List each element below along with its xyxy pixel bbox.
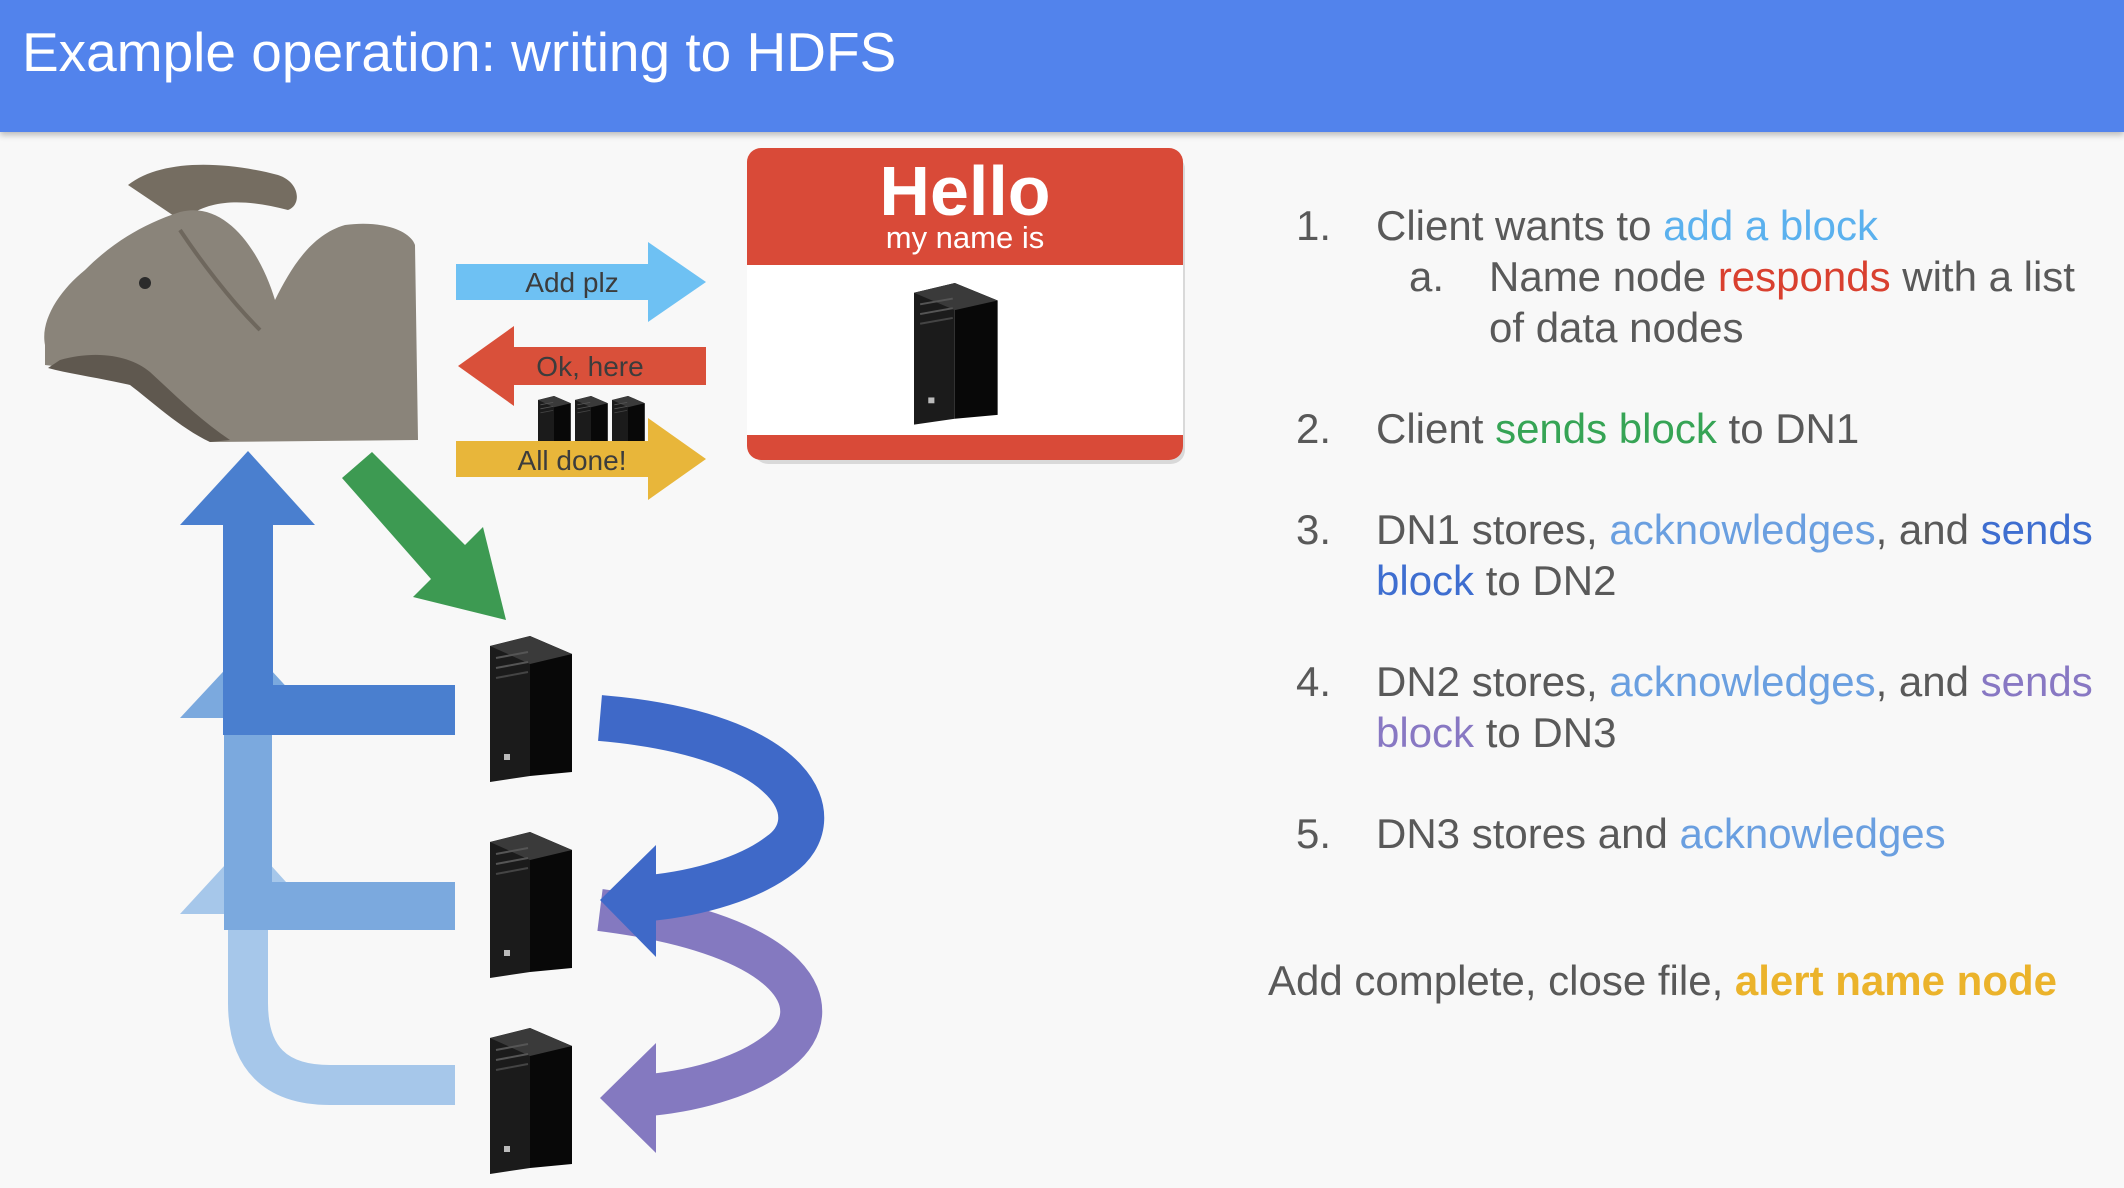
done-arrow-label: All done!: [518, 445, 627, 476]
highlight-acknowledges: acknowledges: [1609, 506, 1876, 553]
step-item: 4. DN2 stores, acknowledges, and sends b…: [1296, 658, 2093, 756]
step-number: 2.: [1296, 405, 1332, 452]
name-node-tag: Hello my name is: [747, 148, 1185, 464]
request-arrow-label: Add plz: [525, 267, 618, 298]
ack-arrow-dn3: [180, 840, 455, 1105]
step-number: 4.: [1296, 658, 1332, 705]
data-node-server-icon: [489, 1027, 573, 1175]
response-arrow-label: Ok, here: [536, 351, 643, 382]
step-item: 5. DN3 stores and acknowledges: [1296, 810, 1946, 857]
data-node-server-icon: [489, 635, 573, 783]
send-to-dn1-arrow: [342, 452, 506, 620]
ack-arrow-dn1: [180, 451, 455, 735]
step-subitem: a. Name node responds with a list of dat…: [1409, 253, 2075, 351]
highlight-add-block: add a block: [1663, 202, 1878, 249]
highlight-responds: responds: [1717, 253, 1891, 300]
highlight-sends-block: sends block: [1495, 405, 1717, 452]
data-node-server-icon: [489, 831, 573, 979]
my-name-is-text: my name is: [886, 220, 1044, 255]
step-number: 5.: [1296, 810, 1332, 857]
hello-text: Hello: [879, 152, 1050, 230]
slide-title: Example operation: writing to HDFS: [22, 21, 897, 83]
name-node-server-icon: [912, 281, 999, 426]
send-dn2-to-dn3-arrow: [597, 889, 823, 1153]
highlight-acknowledges: acknowledges: [1679, 810, 1946, 857]
send-dn1-to-dn2-arrow: [598, 695, 825, 957]
step-item: 2. Client sends block to DN1: [1296, 405, 1860, 452]
highlight-sends-block: sends block: [1376, 658, 2093, 756]
dinosaur-client-icon: [44, 164, 418, 442]
step-number: 1.: [1296, 202, 1332, 249]
step-item: 1. Client wants to add a block a. Name n…: [1296, 200, 2096, 353]
highlight-alert-name-node: alert name node: [1734, 957, 2058, 1004]
request-arrow: Add plz: [456, 242, 706, 322]
highlight-acknowledges: acknowledges: [1609, 658, 1876, 705]
slide-header: Example operation: writing to HDFS: [0, 0, 2124, 132]
done-arrow: All done!: [456, 418, 706, 500]
final-note: Add complete, close file, alert name nod…: [1268, 957, 2058, 1004]
step-item: 3. DN1 stores, acknowledges, and sends b…: [1296, 506, 2093, 604]
highlight-sends-block: sends block: [1376, 506, 2093, 604]
substep-letter: a.: [1409, 253, 1445, 300]
step-number: 3.: [1296, 506, 1332, 553]
response-arrow: Ok, here: [458, 326, 706, 406]
steps-list: 1. Client wants to add a block a. Name n…: [1296, 200, 2096, 909]
